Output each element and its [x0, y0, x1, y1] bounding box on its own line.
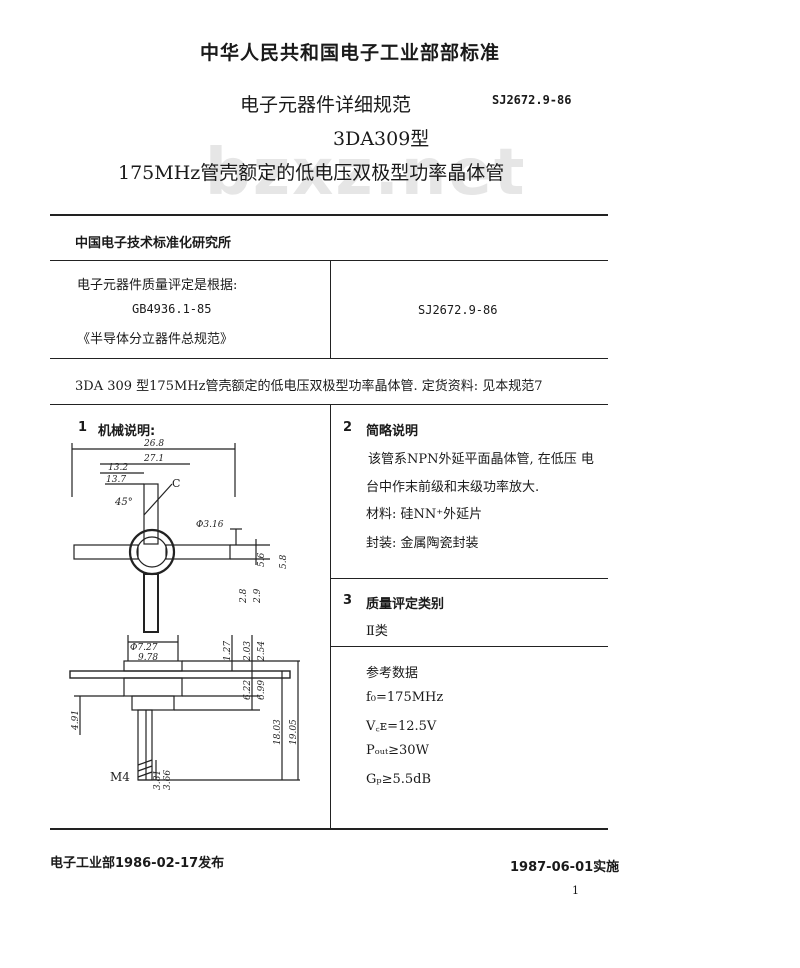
rule-summary: [50, 404, 608, 405]
section2-title: 简略说明: [366, 424, 419, 439]
rule-top: [50, 214, 608, 216]
section1-number: 1: [78, 420, 88, 435]
section1-title: 机械说明:: [98, 424, 156, 439]
section2-package: 封装: 金属陶瓷封装: [366, 536, 479, 551]
dim-label: Φ7.27: [130, 643, 158, 653]
dim-label: 26.8: [143, 439, 164, 449]
dim-label: 13.2: [108, 463, 128, 473]
section2-desc-line2: 台中作末前级和末级功率放大.: [366, 480, 540, 495]
basis-gb-number: GB4936.1-85: [132, 302, 212, 316]
reference-item: Gₚ≥5.5dB: [366, 772, 432, 787]
thread-label: M4: [110, 770, 130, 784]
rule-section2: [331, 578, 608, 579]
quality-class: Ⅱ类: [366, 624, 388, 639]
rule-basis: [50, 358, 608, 359]
page-number: 1: [572, 884, 579, 897]
reference-item: Pₒᵤₜ≥30W: [366, 743, 429, 758]
dim-label: 9.78: [138, 653, 158, 663]
dim-label: 4.91: [71, 710, 81, 731]
spec-title: 电子元器件详细规范: [240, 94, 412, 116]
lead-right: [165, 544, 231, 560]
dim-label: 2.54: [257, 641, 267, 662]
section2-number: 2: [343, 420, 353, 435]
rule-bottom: [50, 828, 608, 830]
basis-divider: [330, 260, 331, 358]
column-divider: [330, 404, 331, 828]
model-title: 3DA309型: [333, 128, 430, 150]
dim-label: 5.6: [257, 552, 267, 567]
dim-label: 5.8: [279, 554, 289, 569]
ordering-summary: 3DA 309 型175MHz管壳额定的低电压双极型功率晶体管. 定货资料: 见…: [75, 379, 543, 394]
watermark-text: bzxz.net: [205, 136, 527, 210]
dim-label: 1.27: [223, 641, 233, 661]
dim-label: 6.99: [257, 680, 267, 700]
rule-institute: [50, 260, 608, 261]
dim-label: 19.05: [289, 719, 299, 745]
section3-number: 3: [343, 593, 353, 608]
dim-label: 2.8: [239, 588, 249, 604]
dim-label: 27.1: [143, 454, 164, 464]
dim-label: 2.9: [253, 588, 263, 604]
section2-material: 材料: 硅NN⁺外延片: [366, 507, 483, 522]
basis-label: 电子元器件质量评定是根据:: [77, 278, 238, 293]
reference-item: f₀=175MHz: [366, 690, 444, 705]
reference-title: 参考数据: [366, 666, 419, 681]
basis-sj-number: SJ2672.9-86: [418, 303, 498, 317]
dim-label: 6.22: [243, 680, 253, 700]
effective-date: 1987-06-01实施: [510, 860, 620, 875]
dim-label: 3.66: [163, 770, 173, 790]
reference-item: V꜀ᴇ=12.5V: [366, 719, 437, 734]
dim-label: 18.03: [273, 719, 283, 745]
section3-title: 质量评定类别: [366, 597, 445, 612]
lead-chamfer: [143, 483, 173, 516]
product-title: 175MHz管壳额定的低电压双极型功率晶体管: [118, 162, 505, 184]
lead-left: [73, 544, 139, 560]
std-number: SJ2672.9-86: [492, 93, 572, 107]
authority-title: 中华人民共和国电子工业部部标准: [200, 42, 501, 64]
rule-section3: [331, 646, 608, 647]
section2-desc-line1: 该管系NPN外延平面晶体管, 在低压 电: [368, 452, 594, 467]
dim-label: 13.7: [106, 475, 126, 485]
mechanical-drawing: 26.8 27.1 13.2 13.7 45° C Φ3.16 5.6 5.8 …: [69, 439, 300, 790]
basis-gb-title: 《半导体分立器件总规范》: [77, 332, 234, 347]
dim-label: 45°: [114, 497, 133, 508]
terminal-label: C: [172, 477, 180, 490]
issued-date: 电子工业部1986-02-17发布: [50, 856, 225, 871]
flange: [69, 670, 291, 679]
dim-label: 2.03: [243, 641, 253, 662]
institute-name: 中国电子技术标准化研究所: [75, 236, 232, 251]
dim-label: 3.81: [153, 770, 163, 790]
dim-label: Φ3.16: [196, 520, 224, 530]
